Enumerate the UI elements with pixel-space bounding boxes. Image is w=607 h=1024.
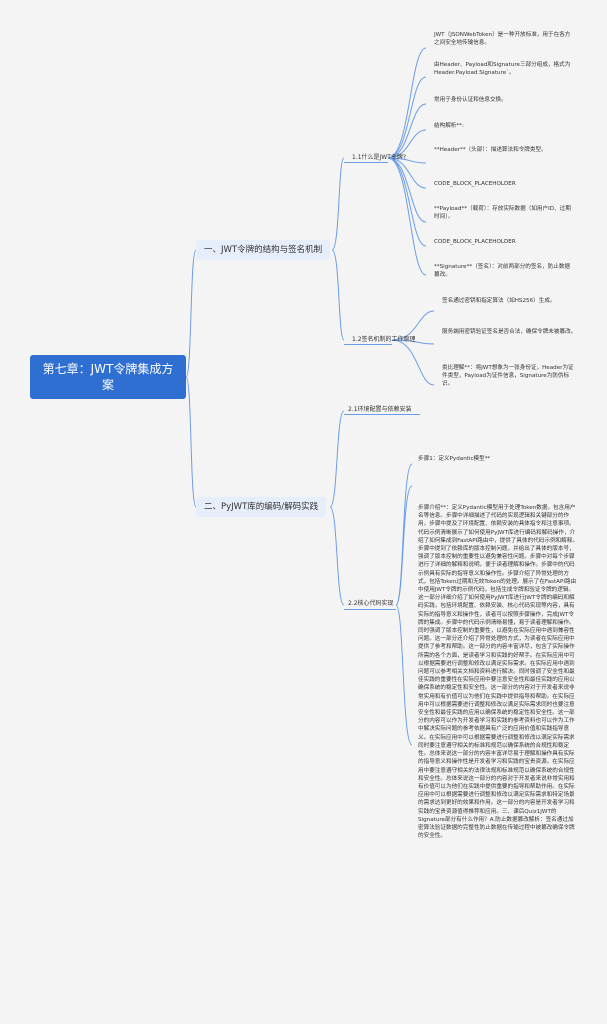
- branch-label: 二、PyJWT库的编码/解码实践: [204, 502, 319, 512]
- branch-label: 一、JWT令牌的结构与签名机制: [204, 245, 323, 255]
- leaf-step1: 步骤1：定义Pydantic模型**: [418, 455, 578, 463]
- leaf-empty: [418, 480, 578, 488]
- leaf-step-intro: 步骤介绍**：定义Pydantic模型用于处理Token数据。包含用户名等信息。…: [418, 504, 578, 840]
- leaf-text: 类比理解**：将JWT想象为一张身份证，Header为证件类型，Payload为…: [442, 365, 574, 388]
- section-label: 2.2核心代码实现: [348, 600, 394, 607]
- connector-s12-l3: [391, 339, 435, 386]
- connector-b2-s22: [329, 506, 345, 606]
- section-underline: [344, 344, 392, 345]
- section-2-2: 2.2核心代码实现: [348, 600, 394, 608]
- leaf-text: 由Header、Payload和Signature三部分组成，格式为 Heade…: [434, 62, 571, 77]
- connector-s11-l4: [387, 129, 427, 159]
- leaf-code-block-2: CODE_BLOCK_PLACEHOLDER: [434, 238, 574, 246]
- connector-s12-l2: [391, 339, 435, 345]
- section-label: 2.1环境配置与依赖安装: [348, 406, 412, 413]
- connector-b1-s11: [331, 157, 345, 251]
- section-label: 1.1什么是JWT令牌?: [352, 154, 407, 161]
- leaf-text: **Header**（头部）：描述算法和令牌类型。: [434, 147, 547, 153]
- leaf-structure-title: 结构解析**:: [434, 122, 574, 130]
- connector-s11-l6: [387, 157, 427, 189]
- leaf-text: 步骤介绍**：定义Pydantic模型用于处理Token数据。包含用户名等信息。…: [418, 505, 578, 840]
- section-label: 1.2签名机制的工作原理: [352, 336, 416, 343]
- leaf-sign-generation: 签名通过密钥和指定算法（如HS256）生成。: [442, 297, 577, 305]
- connector-s11-l1: [387, 47, 427, 159]
- leaf-header: **Header**（头部）：描述算法和令牌类型。: [434, 146, 574, 154]
- leaf-text: **Signature**（签名）：对前两部分的签名，防止数据篡改。: [434, 264, 571, 279]
- connector-s12-l1: [391, 310, 435, 341]
- leaf-text: CODE_BLOCK_PLACEHOLDER: [434, 181, 516, 187]
- branch-pyjwt-practice: 二、PyJWT库的编码/解码实践: [196, 497, 327, 517]
- connector-s11-l3: [387, 103, 427, 159]
- leaf-jwt-usage: 常用于身份认证和信息交换。: [434, 96, 574, 104]
- leaf-payload: **Payload**（载荷）：存放实际数据（如用户ID、过期时间）。: [434, 205, 574, 221]
- leaf-text: 步骤1：定义Pydantic模型**: [418, 456, 491, 462]
- section-2-1: 2.1环境配置与依赖安装: [348, 406, 412, 414]
- leaf-sign-verify: 服务端用密钥验证签名是否合法，确保令牌未被篡改。: [442, 328, 577, 336]
- leaf-code-block-1: CODE_BLOCK_PLACEHOLDER: [434, 180, 574, 188]
- leaf-text: 结构解析**:: [434, 123, 464, 129]
- leaf-text: 常用于身份认证和信息交换。: [434, 97, 507, 103]
- leaf-text: CODE_BLOCK_PLACEHOLDER: [434, 239, 516, 245]
- leaf-jwt-definition: JWT（JSONWebToken）是一种开放标准，用于在各方之间安全地传输信息。: [434, 31, 574, 47]
- connector-s22-l3: [395, 604, 413, 746]
- connector-root-b1: [185, 249, 197, 378]
- section-1-2: 1.2签名机制的工作原理: [352, 336, 416, 344]
- leaf-text: 服务端用密钥验证签名是否合法，确保令牌未被篡改。: [442, 329, 577, 335]
- leaf-text: JWT（JSONWebToken）是一种开放标准，用于在各方之间安全地传输信息。: [434, 32, 571, 47]
- connector-s11-l2: [387, 76, 427, 159]
- connector-s22-l2: [395, 485, 413, 606]
- connector-s11-l7: [387, 157, 427, 223]
- leaf-text: 签名通过密钥和指定算法（如HS256）生成。: [442, 298, 556, 304]
- connector-b2-s21: [329, 410, 345, 508]
- section-underline: [344, 609, 396, 610]
- connector-s11-l9: [387, 157, 427, 276]
- leaf-analogy: 类比理解**：将JWT想象为一张身份证，Header为证件类型，Payload为…: [442, 364, 577, 389]
- branch-jwt-structure: 一、JWT令牌的结构与签名机制: [196, 240, 331, 260]
- root-topic: 第七章：JWT令牌集成方案: [30, 355, 186, 399]
- section-underline: [344, 162, 388, 163]
- connector-b1-s12: [331, 249, 345, 341]
- leaf-jwt-parts: 由Header、Payload和Signature三部分组成，格式为 Heade…: [434, 61, 574, 77]
- section-1-1: 1.1什么是JWT令牌?: [352, 154, 406, 162]
- root-title: 第七章：JWT令牌集成方案: [42, 362, 174, 392]
- connector-root-b2: [185, 376, 197, 508]
- leaf-signature: **Signature**（签名）：对前两部分的签名，防止数据篡改。: [434, 263, 574, 279]
- section-underline: [344, 414, 420, 415]
- leaf-text: **Payload**（载荷）：存放实际数据（如用户ID、过期时间）。: [434, 206, 571, 221]
